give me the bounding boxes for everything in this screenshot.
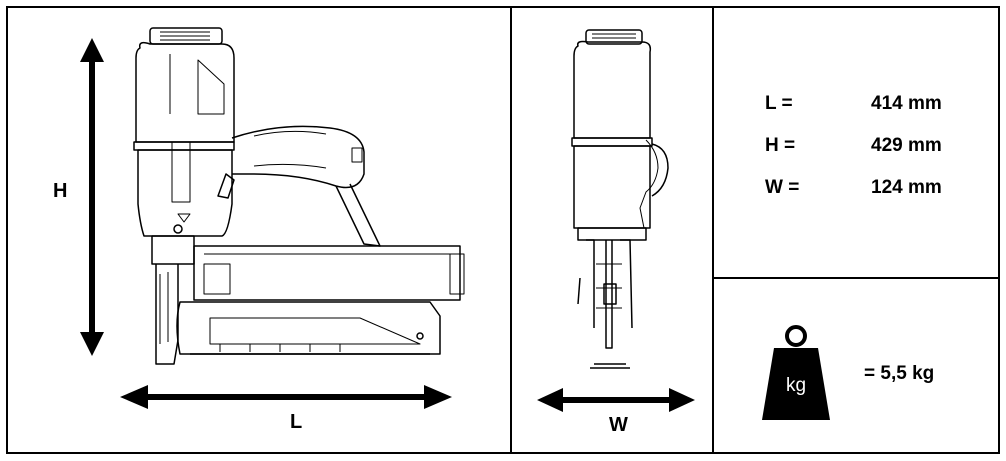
dimension-key: H =: [765, 135, 796, 156]
dimension-value: 429 mm: [871, 135, 942, 156]
dimension-value: 124 mm: [871, 177, 942, 198]
width-label: W: [609, 414, 628, 436]
table-divider-3: [712, 277, 1000, 279]
height-label: H: [53, 180, 68, 202]
nailer-side-view: [133, 27, 465, 365]
nailer-front-view: [571, 29, 669, 369]
table-divider-1: [510, 6, 512, 454]
weight-icon-label: kg: [785, 375, 807, 396]
spec-table: [6, 6, 1000, 454]
weight-icon: [762, 325, 830, 420]
dimension-key: W =: [765, 177, 800, 198]
double-arrow-horizontal-icon: [120, 385, 452, 409]
double-arrow-width-icon: [537, 388, 695, 412]
dimension-key: L =: [765, 93, 793, 114]
dimension-value: 414 mm: [871, 93, 942, 114]
table-divider-2: [712, 6, 714, 454]
length-label: L: [290, 411, 303, 433]
double-arrow-vertical-icon: [80, 38, 104, 356]
weight-value: = 5,5 kg: [864, 363, 935, 384]
